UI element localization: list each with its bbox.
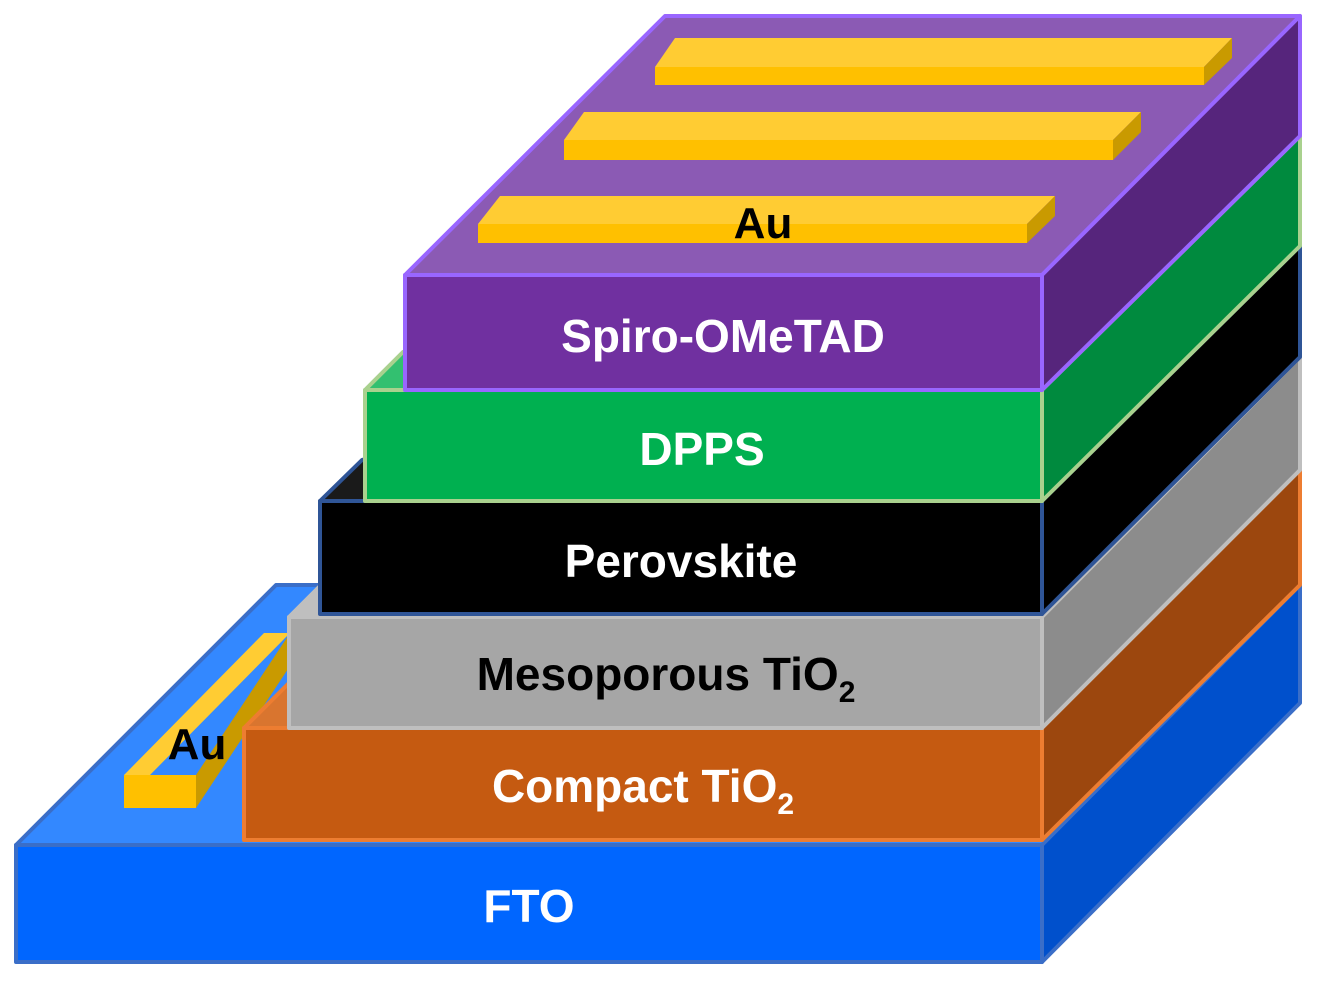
label-dpps: DPPS [639, 423, 764, 475]
label-mesoporous-tio2: Mesoporous TiO2 [477, 648, 856, 709]
subscript-2: 2 [777, 788, 794, 821]
subscript-2: 2 [839, 676, 856, 709]
label-compact-tio2: Compact TiO2 [492, 760, 794, 821]
au-electrode-top-1 [655, 38, 1232, 85]
label-au-bottom: Au [168, 720, 227, 769]
au-electrode-top-3 [478, 196, 1055, 243]
label-spiro-ometad: Spiro-OMeTAD [561, 310, 885, 362]
au-electrode-top-2 [564, 112, 1141, 160]
label-fto: FTO [483, 880, 574, 932]
label-perovskite: Perovskite [565, 535, 798, 587]
label-au-top: Au [734, 199, 793, 248]
au-electrode-bottom [124, 633, 290, 808]
